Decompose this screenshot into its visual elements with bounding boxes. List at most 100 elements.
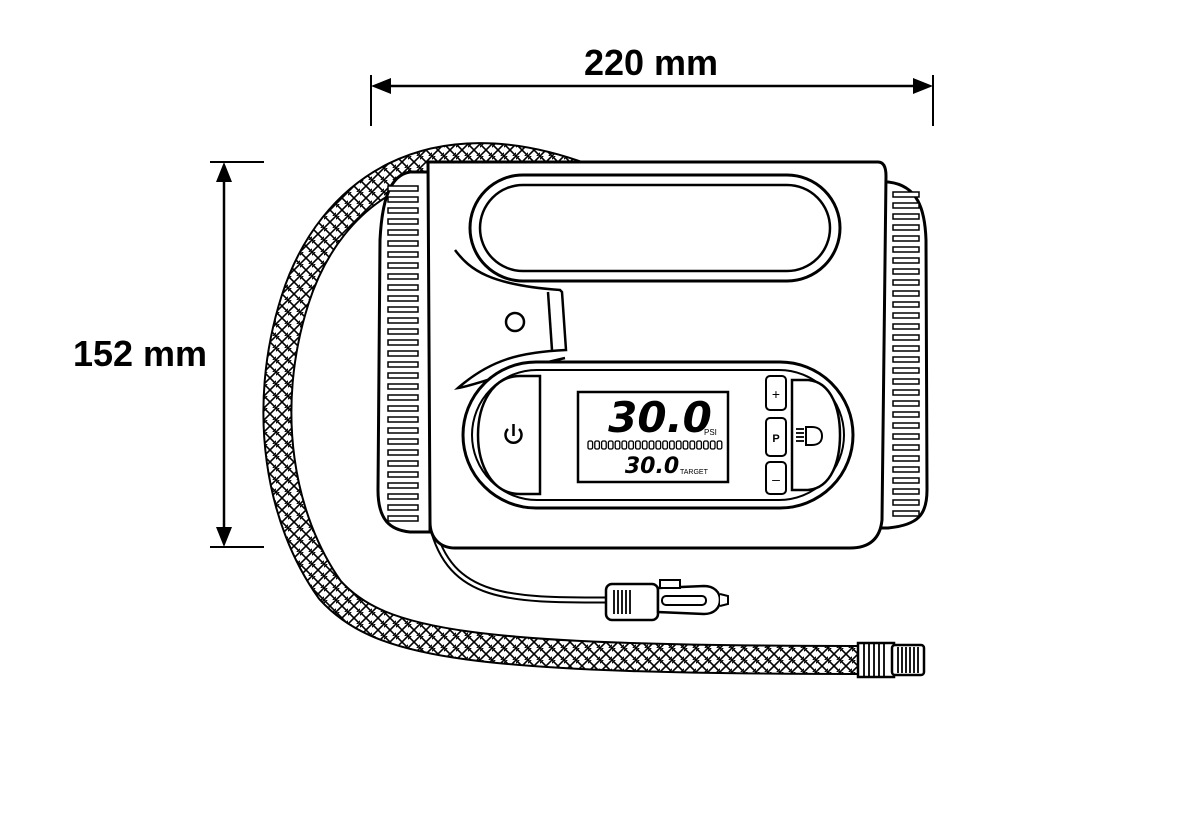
- grip-rib: [387, 504, 419, 511]
- grip-rib: [387, 328, 419, 335]
- grip-rib: [892, 202, 920, 209]
- grip-rib: [387, 251, 419, 258]
- grip-rib: [387, 482, 419, 489]
- lcd-display: [576, 390, 730, 484]
- right-ribs: [892, 191, 920, 517]
- grip-rib: [892, 213, 920, 220]
- plus-button[interactable]: [765, 375, 787, 411]
- grip-rib: [892, 389, 920, 396]
- grip-rib: [387, 207, 419, 214]
- grip-rib: [892, 356, 920, 363]
- grip-rib: [892, 488, 920, 495]
- grip-rib: [892, 257, 920, 264]
- grip-rib: [892, 323, 920, 330]
- bar-segment: [594, 440, 601, 450]
- width-arrow-left: [371, 78, 391, 94]
- grip-rib: [387, 361, 419, 368]
- width-arrow-right: [913, 78, 933, 94]
- grip-rib: [387, 339, 419, 346]
- grip-rib: [387, 383, 419, 390]
- grip-rib: [892, 191, 920, 198]
- carry-handle-inner: [478, 183, 832, 273]
- car-plug: [604, 579, 729, 622]
- bar-segment: [587, 440, 594, 450]
- bar-segment: [614, 440, 621, 450]
- bar-segment: [621, 440, 628, 450]
- bar-segment: [675, 440, 682, 450]
- bar-segment: [600, 440, 607, 450]
- width-label: 220 mm: [584, 42, 718, 83]
- left-ribs: [387, 185, 419, 522]
- grip-rib: [892, 400, 920, 407]
- air-hose: [262, 142, 871, 675]
- grip-rib: [387, 229, 419, 236]
- grip-rib: [892, 444, 920, 451]
- grip-rib: [387, 196, 419, 203]
- grip-rib: [387, 416, 419, 423]
- plus-label: +: [772, 386, 780, 402]
- grip-rib: [892, 455, 920, 462]
- bar-segment: [655, 440, 662, 450]
- grip-rib: [387, 493, 419, 500]
- grip-rib: [387, 240, 419, 247]
- grip-rib: [892, 224, 920, 231]
- grip-rib: [387, 262, 419, 269]
- height-label: 152 mm: [73, 333, 207, 374]
- grip-rib: [892, 235, 920, 242]
- grip-rib: [387, 295, 419, 302]
- grip-rib: [892, 312, 920, 319]
- width-dimension: 220 mm: [370, 42, 934, 126]
- bar-segment: [662, 440, 669, 450]
- bar-segment: [696, 440, 703, 450]
- height-arrow-bottom: [216, 527, 232, 547]
- bar-segment: [648, 440, 655, 450]
- grip-rib: [387, 284, 419, 291]
- compressor-body: 30.0 PSI 30.0 TARGET + P –: [376, 160, 929, 550]
- pressure-bargraph: [587, 440, 723, 450]
- grip-rib: [892, 378, 920, 385]
- grip-rib: [892, 411, 920, 418]
- grip-rib: [387, 185, 419, 192]
- grip-rib: [387, 273, 419, 280]
- grip-rib: [387, 438, 419, 445]
- power-icon: [504, 424, 523, 444]
- grip-rib: [387, 218, 419, 225]
- minus-button[interactable]: [765, 461, 787, 495]
- hose-connector: [856, 641, 926, 679]
- bar-segment: [709, 440, 716, 450]
- bar-segment: [668, 440, 675, 450]
- grip-rib: [387, 449, 419, 456]
- grip-rib: [387, 350, 419, 357]
- grip-rib: [892, 334, 920, 341]
- bar-segment: [702, 440, 709, 450]
- plug-grip: [613, 590, 631, 614]
- preset-button[interactable]: [765, 417, 787, 457]
- target-label: TARGET: [680, 469, 709, 476]
- power-cord: [428, 524, 607, 604]
- bar-segment: [634, 440, 641, 450]
- bar-segment: [682, 440, 689, 450]
- grip-rib: [387, 515, 419, 522]
- grip-rib: [892, 422, 920, 429]
- grip-rib: [892, 279, 920, 286]
- grip-rib: [387, 306, 419, 313]
- height-arrow-top: [216, 162, 232, 182]
- grip-rib: [387, 394, 419, 401]
- minus-label: –: [772, 471, 780, 487]
- grip-rib: [892, 268, 920, 275]
- grip-rib: [892, 477, 920, 484]
- grip-rib: [892, 345, 920, 352]
- grip-rib: [387, 405, 419, 412]
- valve-port: [504, 311, 526, 333]
- target-pressure: 30.0: [625, 454, 679, 479]
- bar-segment: [628, 440, 635, 450]
- preset-label: P: [772, 433, 779, 445]
- power-button[interactable]: [476, 374, 542, 496]
- grip-rib: [387, 460, 419, 467]
- grip-rib: [387, 471, 419, 478]
- bar-segment: [641, 440, 648, 450]
- bar-segment: [607, 440, 614, 450]
- grip-rib: [892, 367, 920, 374]
